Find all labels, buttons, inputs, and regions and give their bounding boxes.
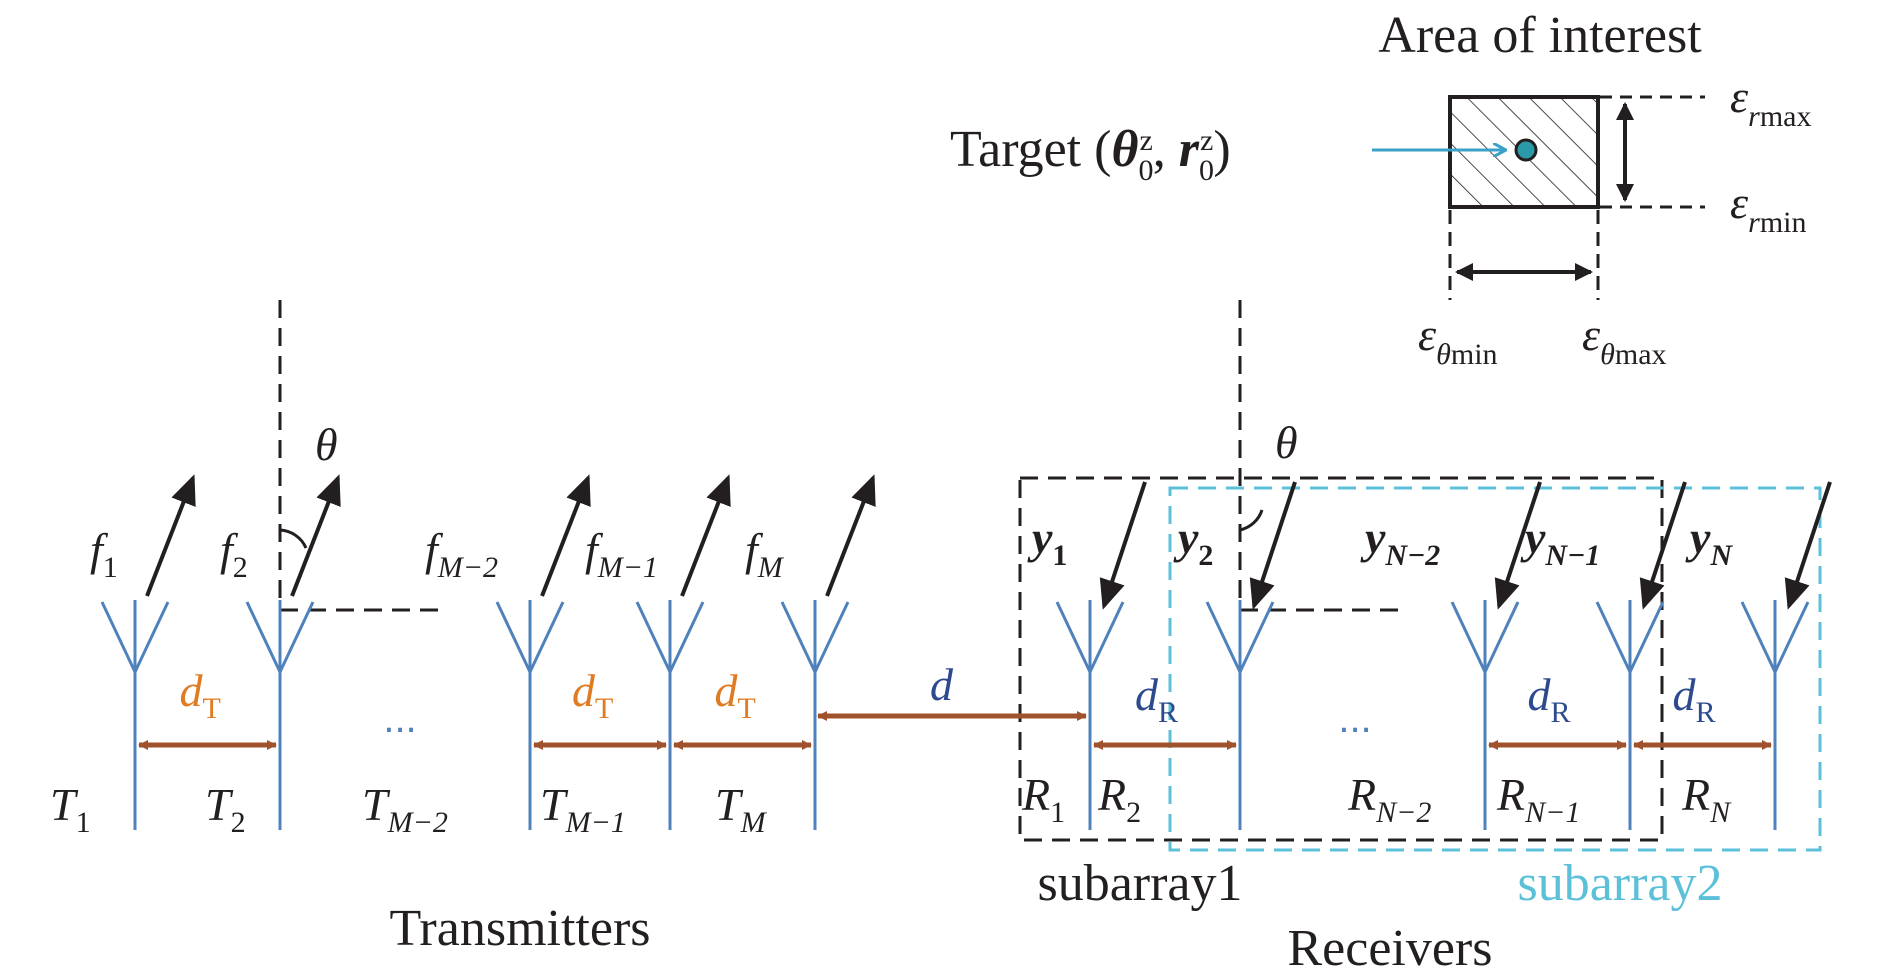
- rx-beam-arrow-3: [1494, 481, 1542, 610]
- tx-name-label-1: T1: [50, 779, 91, 839]
- tx-antenna-4: [635, 600, 705, 830]
- tx-antenna-3: [495, 600, 565, 830]
- tx-antenna-5: [780, 600, 850, 830]
- rx-beam-arrow-1: [1099, 481, 1147, 610]
- receivers-caption: Receivers: [1287, 920, 1492, 969]
- tx-name-label-3: TM−2: [362, 779, 448, 839]
- rx-antenna-5: [1740, 600, 1810, 830]
- rx-name-label-4: RN−1: [1496, 769, 1580, 829]
- target-label: Target (θ0z, r0z): [950, 121, 1231, 187]
- tx-ellipsis: ...: [383, 697, 416, 741]
- rx-antenna-3: [1450, 600, 1520, 830]
- tx-name-label-2: T2: [205, 779, 246, 839]
- tx-freq-label-4: fM−1: [585, 524, 658, 584]
- rx-spacing-label-1: dR: [1135, 669, 1178, 729]
- tx-freq-label-3: fM−2: [425, 524, 498, 584]
- rx-name-label-1: R1: [1021, 769, 1065, 829]
- tx-spacing-label-1: dT: [180, 665, 221, 725]
- rx-angle-arc: [1239, 509, 1264, 532]
- target-dot: [1514, 138, 1538, 162]
- rx-signal-label-5: yN: [1685, 512, 1733, 572]
- rx-beam-arrow-5: [1784, 481, 1832, 610]
- rx-angle-reference: θ: [1238, 300, 1400, 612]
- tx-freq-label-1: f1: [90, 524, 118, 584]
- tx-antenna-2: [245, 600, 315, 830]
- rx-antenna-2: [1205, 600, 1275, 830]
- tx-spacing-label-3: dT: [715, 665, 756, 725]
- rx-ellipsis: ...: [1338, 697, 1371, 741]
- transmitters-caption: Transmitters: [390, 900, 651, 957]
- rx-spacing-label-3: dR: [1673, 669, 1716, 729]
- tx-name-label-5: TM: [715, 779, 768, 839]
- rx-beam-arrow-2: [1249, 481, 1297, 610]
- tx-beam-arrow-5: [825, 474, 876, 597]
- rx-antenna-4: [1595, 600, 1665, 830]
- subarray1-label: subarray1: [1037, 855, 1242, 912]
- tx-beam-arrow-4: [680, 474, 731, 597]
- rx-antenna-1: [1055, 600, 1125, 830]
- tx-beam-arrow-3: [540, 474, 591, 597]
- rx-spacing-label-2: dR: [1528, 669, 1571, 729]
- eps-thmax-label: εθmax: [1582, 309, 1667, 371]
- tx-freq-label-5: fM: [745, 524, 785, 584]
- rx-name-label-5: RN: [1681, 769, 1732, 829]
- rx-signal-label-3: yN−2: [1360, 512, 1440, 572]
- area-title: Area of interest: [1378, 7, 1702, 64]
- eps-thmin-label: εθmin: [1418, 309, 1498, 371]
- gap-d-label: d: [930, 659, 954, 710]
- tx-beam-arrow-1: [145, 474, 196, 597]
- rx-signal-label-4: yN−1: [1520, 512, 1600, 572]
- tx-antenna-1: [100, 600, 170, 830]
- subarray2-label: subarray2: [1517, 855, 1722, 912]
- rx-signal-label-2: y2: [1173, 512, 1213, 572]
- tx-freq-label-2: f2: [220, 524, 248, 584]
- tx-spacing-label-2: dT: [572, 665, 613, 725]
- subarray2-box: [1168, 486, 1822, 852]
- rx-beam-arrow-4: [1639, 481, 1687, 610]
- tx-theta-label: θ: [315, 419, 338, 470]
- subarray1-box: [1018, 476, 1664, 842]
- tx-name-label-4: TM−1: [540, 779, 626, 839]
- rx-theta-label: θ: [1275, 417, 1298, 468]
- eps-rmax-label: εrmax: [1730, 71, 1811, 133]
- tx-angle-reference: θ: [278, 300, 440, 612]
- rx-name-label-2: R2: [1097, 769, 1141, 829]
- tx-angle-arc: [279, 528, 308, 549]
- rx-name-label-3: RN−2: [1347, 769, 1431, 829]
- eps-rmin-label: εrmin: [1730, 177, 1807, 239]
- area-of-interest: Area of interest Target (θ0z, r0z) εrmax…: [950, 7, 1811, 371]
- tx-beam-arrow-2: [290, 474, 341, 597]
- rx-signal-label-1: y1: [1027, 512, 1067, 572]
